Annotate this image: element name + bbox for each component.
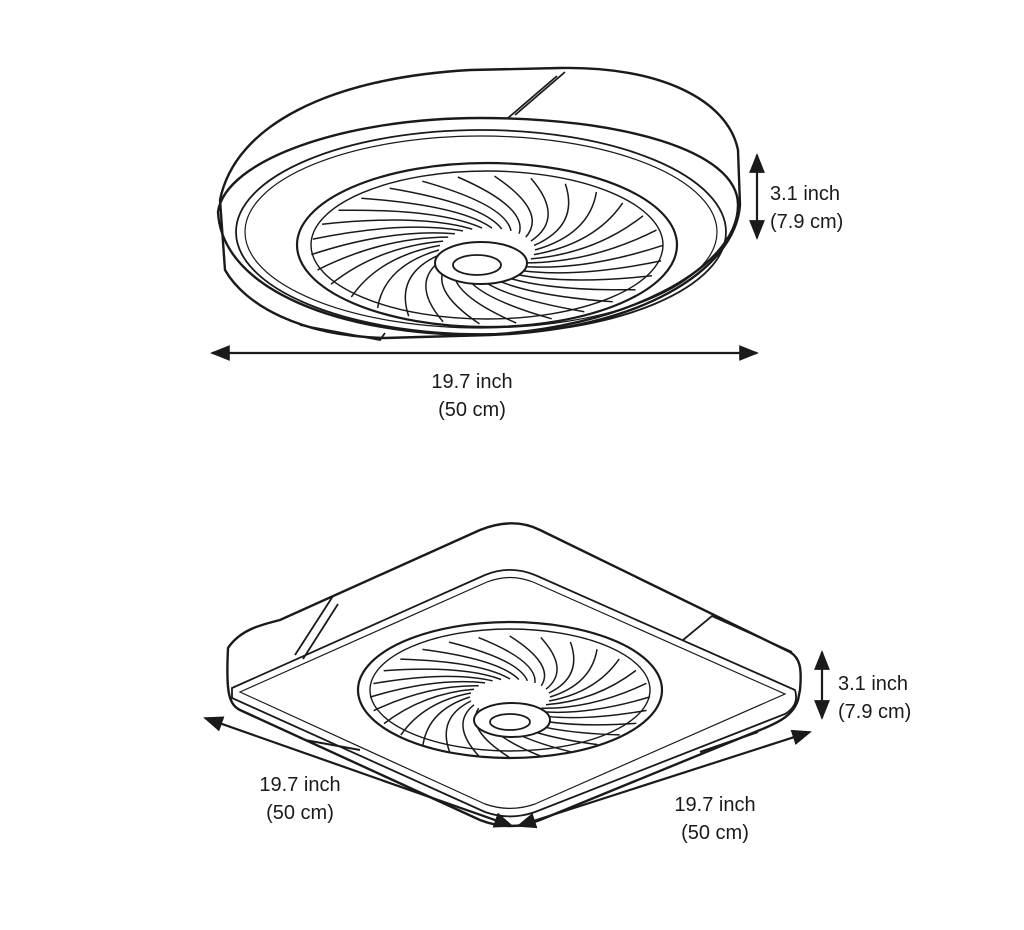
square-grille-spoke (549, 659, 619, 701)
square-grille-spoke (546, 670, 636, 704)
square-grille-spoke (374, 686, 479, 711)
round-grille-spoke (378, 250, 439, 308)
square-fan-hub (474, 703, 550, 737)
square-grille-spoke (384, 669, 501, 679)
square-grille-spoke (400, 659, 510, 679)
square-height-cm: (7.9 cm) (838, 701, 912, 723)
square-left-width-label: 19.7 inch (50 cm) (240, 771, 360, 827)
round-housing-seam (508, 72, 565, 118)
square-grille-spoke (479, 638, 536, 683)
round-grille-spoke (422, 181, 511, 231)
square-left-inch: 19.7 inch (259, 774, 341, 796)
round-grille-spoke (351, 245, 440, 297)
square-housing-seam-right (683, 616, 792, 652)
square-left-width-arrow (203, 716, 514, 828)
round-grille-spoke (313, 227, 463, 239)
square-grille-spoke (541, 683, 646, 708)
round-fan-hub (435, 242, 527, 284)
square-grille-spoke (422, 649, 519, 679)
square-grille-spoke (549, 642, 574, 693)
round-ceiling-fan (218, 68, 740, 340)
square-height-inch: 3.1 inch (838, 673, 909, 695)
square-grille-spoke (550, 649, 597, 697)
square-housing-seam-left (295, 596, 338, 659)
round-grille-spoke (495, 176, 533, 237)
round-grille-spoke (339, 210, 483, 228)
square-grille-spoke (510, 636, 545, 686)
square-grille-spoke (370, 682, 485, 697)
square-right-width-arrow (516, 729, 812, 829)
round-grille-spoke (535, 192, 596, 250)
square-right-cm: (50 cm) (681, 822, 749, 844)
round-width-inch: 19.7 inch (431, 371, 513, 393)
square-fan-grille (358, 622, 662, 758)
round-grille-spoke (311, 233, 455, 255)
square-grille-spoke (449, 642, 527, 681)
round-grille-spoke (534, 203, 623, 255)
round-grille-spoke (526, 230, 657, 263)
round-height-cm: (7.9 cm) (770, 211, 844, 233)
round-grille-spoke (511, 261, 661, 273)
round-width-label: 19.7 inch (50 cm) (412, 368, 532, 424)
round-grille-spoke (331, 241, 443, 284)
round-grille-spoke (318, 237, 449, 270)
round-fan-grille (297, 163, 677, 327)
round-grille-spoke (531, 178, 548, 241)
round-housing-rim (218, 118, 738, 335)
round-grille-spoke (534, 184, 569, 246)
square-left-cm: (50 cm) (266, 802, 334, 824)
round-grille-spoke (390, 188, 502, 229)
square-grille-spoke (401, 693, 471, 735)
square-right-inch: 19.7 inch (674, 794, 756, 816)
square-grille-spoke (373, 676, 492, 683)
round-grille-spoke (458, 177, 520, 234)
round-grille-spoke (531, 216, 643, 259)
square-grille-spoke (384, 689, 474, 723)
round-face-ring (236, 130, 726, 334)
round-height-inch: 3.1 inch (770, 183, 841, 205)
square-height-label: 3.1 inch (7.9 cm) (838, 670, 911, 726)
square-grille-spoke (541, 638, 557, 690)
round-grille-spoke (405, 255, 440, 317)
round-height-label: 3.1 inch (7.9 cm) (770, 180, 843, 236)
round-grille-spoke (361, 198, 492, 228)
round-grille-spoke (519, 245, 663, 267)
square-right-width-label: 19.7 inch (50 cm) (655, 791, 775, 847)
round-grille-spoke (322, 220, 472, 229)
round-width-cm: (50 cm) (438, 399, 506, 421)
square-grille-spoke (446, 701, 471, 752)
round-housing-outer (220, 68, 740, 338)
